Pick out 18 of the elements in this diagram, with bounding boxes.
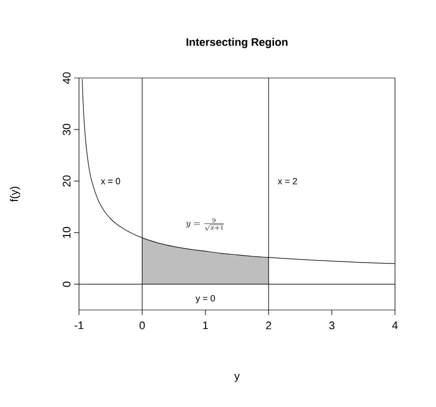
x-tick-label: 2 — [266, 322, 272, 330]
y-tick-label: 10 — [62, 227, 70, 238]
axis-title: y — [234, 374, 240, 382]
y-tick-label: 40 — [62, 72, 70, 84]
x-tick-label: 3 — [329, 322, 334, 330]
x-tick-label: 1 — [203, 322, 208, 330]
line-label: x = 2 — [276, 176, 298, 186]
chart-title: Intersecting Region — [186, 38, 288, 48]
y-tick-label: 0 — [62, 282, 70, 287]
axis-title: f(y) — [10, 186, 20, 202]
x-tick-label: -1 — [74, 322, 84, 330]
x-tick-label: 4 — [392, 322, 398, 330]
curve-label: $y = \frac{9}{\sqrt{x+1}}$ — [184, 217, 226, 232]
y-tick-label: 20 — [62, 175, 70, 187]
line-label: x = 0 — [100, 176, 122, 186]
line-label: y = 0 — [194, 294, 216, 304]
y-tick-label: 30 — [62, 124, 70, 136]
x-tick-label: 0 — [140, 322, 145, 330]
